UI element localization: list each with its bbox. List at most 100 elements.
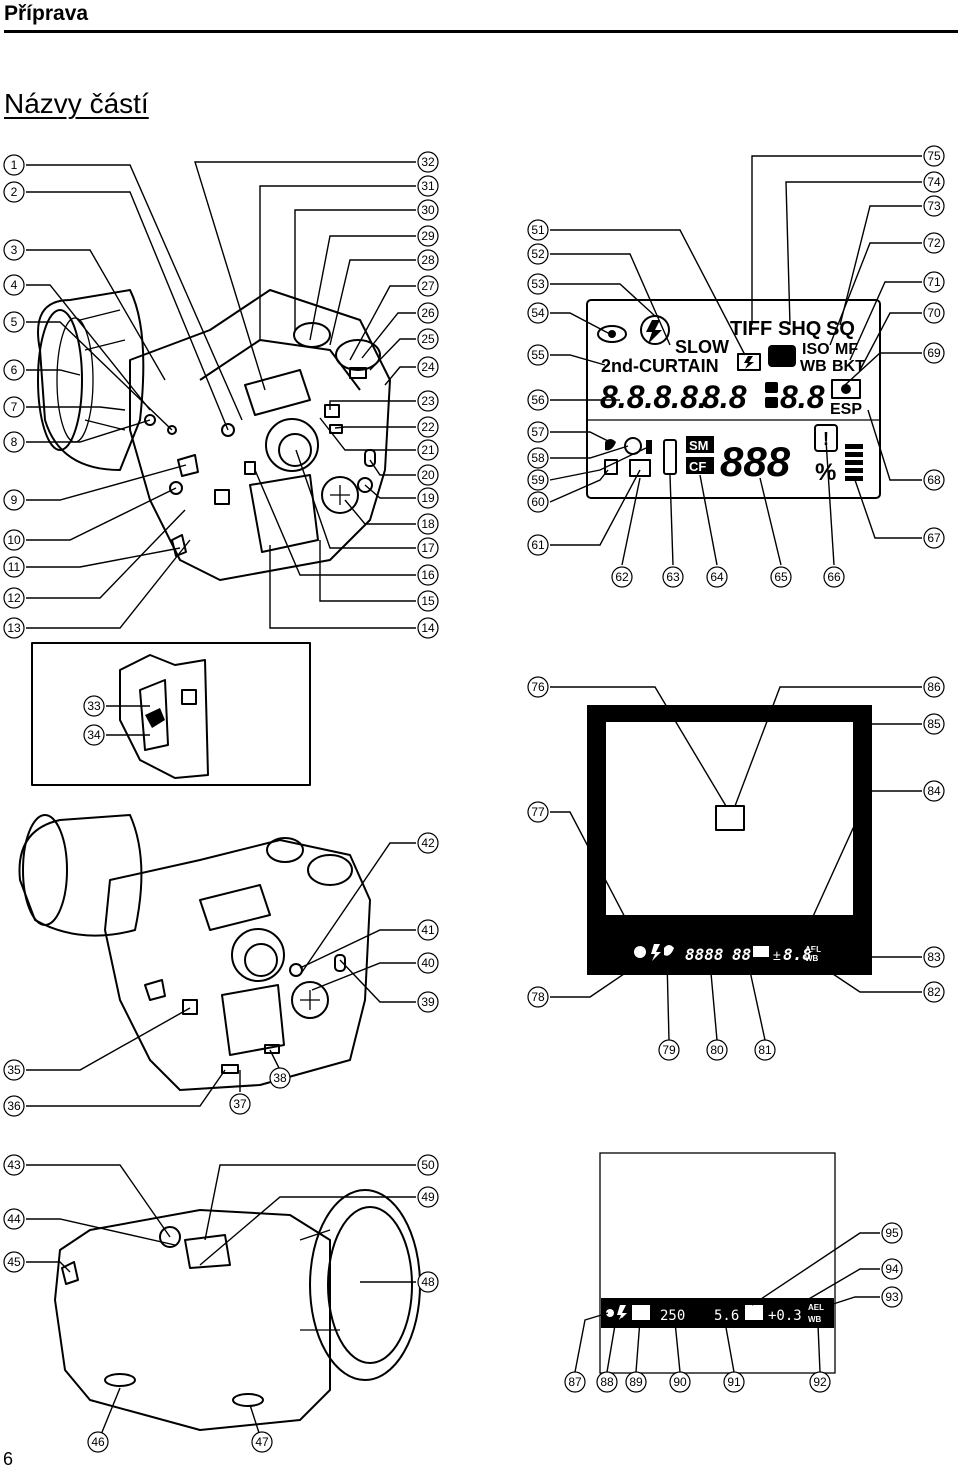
- svg-text:66: 66: [827, 570, 841, 584]
- lcd-segments-shutter: 8.8.8.8.: [600, 379, 707, 415]
- section-title: Názvy částí: [4, 88, 149, 119]
- svg-text:46: 46: [91, 1435, 105, 1449]
- svg-text:88: 88: [600, 1375, 614, 1389]
- mon-exposure: +0.3: [768, 1308, 802, 1324]
- svg-text:34: 34: [87, 728, 101, 742]
- svg-text:92: 92: [813, 1375, 827, 1389]
- svg-text:70: 70: [927, 306, 941, 320]
- callout-34: 34: [83, 724, 105, 746]
- svg-text:64: 64: [710, 570, 724, 584]
- callout-75: 75: [923, 145, 945, 167]
- callout-55: 55: [527, 344, 549, 366]
- compactflash-badge: [686, 457, 714, 474]
- callout-77: 77: [527, 801, 549, 823]
- svg-text:52: 52: [531, 247, 545, 261]
- svg-text:10: 10: [7, 533, 21, 547]
- callout-43: 43: [3, 1154, 25, 1176]
- callout-14: 14: [417, 617, 439, 639]
- callout-74: 74: [923, 171, 945, 193]
- svg-text:14: 14: [421, 621, 435, 635]
- svg-text:82: 82: [927, 985, 941, 999]
- svg-text:37: 37: [233, 1097, 247, 1111]
- callout-7: 7: [3, 396, 25, 418]
- callouts: 1 2 3 4 5 6 7 8 9 10 11 12 13 32 31 30 2…: [3, 145, 945, 1453]
- callout-66: 66: [823, 566, 845, 588]
- mon-focus-icon: [606, 1309, 614, 1317]
- callout-18: 18: [417, 513, 439, 535]
- svg-text:89: 89: [629, 1375, 643, 1389]
- callout-63: 63: [662, 566, 684, 588]
- lcd-slow: SLOW: [675, 337, 729, 357]
- plus-minus-icon: [765, 382, 778, 408]
- vf-flash-icon: [651, 944, 661, 961]
- callout-42: 42: [417, 832, 439, 854]
- svg-text:4: 4: [11, 278, 18, 292]
- svg-text:91: 91: [727, 1375, 741, 1389]
- svg-text:72: 72: [927, 236, 941, 250]
- svg-text:31: 31: [421, 179, 435, 193]
- callout-52: 52: [527, 243, 549, 265]
- callout-83: 83: [923, 946, 945, 968]
- mon-ael: AEL: [808, 1303, 824, 1312]
- callout-82: 82: [923, 981, 945, 1003]
- callout-64: 64: [706, 566, 728, 588]
- lcd-wb: WB: [800, 358, 827, 375]
- callout-87: 87: [564, 1371, 586, 1393]
- svg-text:63: 63: [666, 570, 680, 584]
- svg-text:58: 58: [531, 451, 545, 465]
- svg-text:73: 73: [927, 199, 941, 213]
- svg-text:53: 53: [531, 277, 545, 291]
- svg-text:94: 94: [885, 1262, 899, 1276]
- svg-text:81: 81: [758, 1043, 772, 1057]
- af-target-mark: [715, 805, 745, 831]
- svg-text:44: 44: [7, 1212, 21, 1226]
- svg-text:54: 54: [531, 306, 545, 320]
- callout-47: 47: [251, 1431, 273, 1453]
- callout-86: 86: [923, 676, 945, 698]
- lcd-panel-diagram: SLOW TIFF SHQ SQ 2nd-CURTAIN ISO MF WB B…: [586, 299, 881, 499]
- lcd-percent: %: [815, 459, 836, 486]
- svg-text:74: 74: [927, 175, 941, 189]
- lcd-bkt: BKT: [832, 358, 865, 375]
- callout-56: 56: [527, 389, 549, 411]
- monitor-diagram: 250 5.6 +0.3 AEL WB: [599, 1152, 836, 1374]
- svg-text:71: 71: [927, 275, 941, 289]
- callout-84: 84: [923, 780, 945, 802]
- callout-33: 33: [83, 695, 105, 717]
- lcd-iso: ISO: [802, 341, 830, 358]
- svg-text:32: 32: [421, 155, 435, 169]
- callout-15: 15: [417, 590, 439, 612]
- svg-text:18: 18: [421, 517, 435, 531]
- callout-22: 22: [417, 416, 439, 438]
- svg-text:33: 33: [87, 699, 101, 713]
- callout-78: 78: [527, 986, 549, 1008]
- callout-41: 41: [417, 919, 439, 941]
- callout-54: 54: [527, 302, 549, 324]
- svg-text:50: 50: [421, 1158, 435, 1172]
- callout-26: 26: [417, 302, 439, 324]
- callout-58: 58: [527, 447, 549, 469]
- svg-text:75: 75: [927, 149, 941, 163]
- callout-89: 89: [625, 1371, 647, 1393]
- callout-36: 36: [3, 1095, 25, 1117]
- svg-text:56: 56: [531, 393, 545, 407]
- svg-text:27: 27: [421, 279, 435, 293]
- macro-icon: [605, 439, 616, 451]
- metering-icon: [831, 379, 861, 399]
- callout-73: 73: [923, 195, 945, 217]
- svg-text:30: 30: [421, 203, 435, 217]
- callout-88: 88: [596, 1371, 618, 1393]
- lcd-frame: [586, 299, 881, 499]
- svg-text:8: 8: [11, 435, 18, 449]
- callout-57: 57: [527, 421, 549, 443]
- callout-29: 29: [417, 225, 439, 247]
- svg-text:76: 76: [531, 680, 545, 694]
- mon-wb-icon: [632, 1305, 650, 1320]
- callout-94: 94: [881, 1258, 903, 1280]
- svg-text:67: 67: [927, 531, 941, 545]
- svg-text:11: 11: [8, 560, 21, 574]
- smartmedia-badge: [686, 436, 714, 453]
- callout-16: 16: [417, 564, 439, 586]
- card-icon: [629, 459, 651, 477]
- callout-21: 21: [417, 439, 439, 461]
